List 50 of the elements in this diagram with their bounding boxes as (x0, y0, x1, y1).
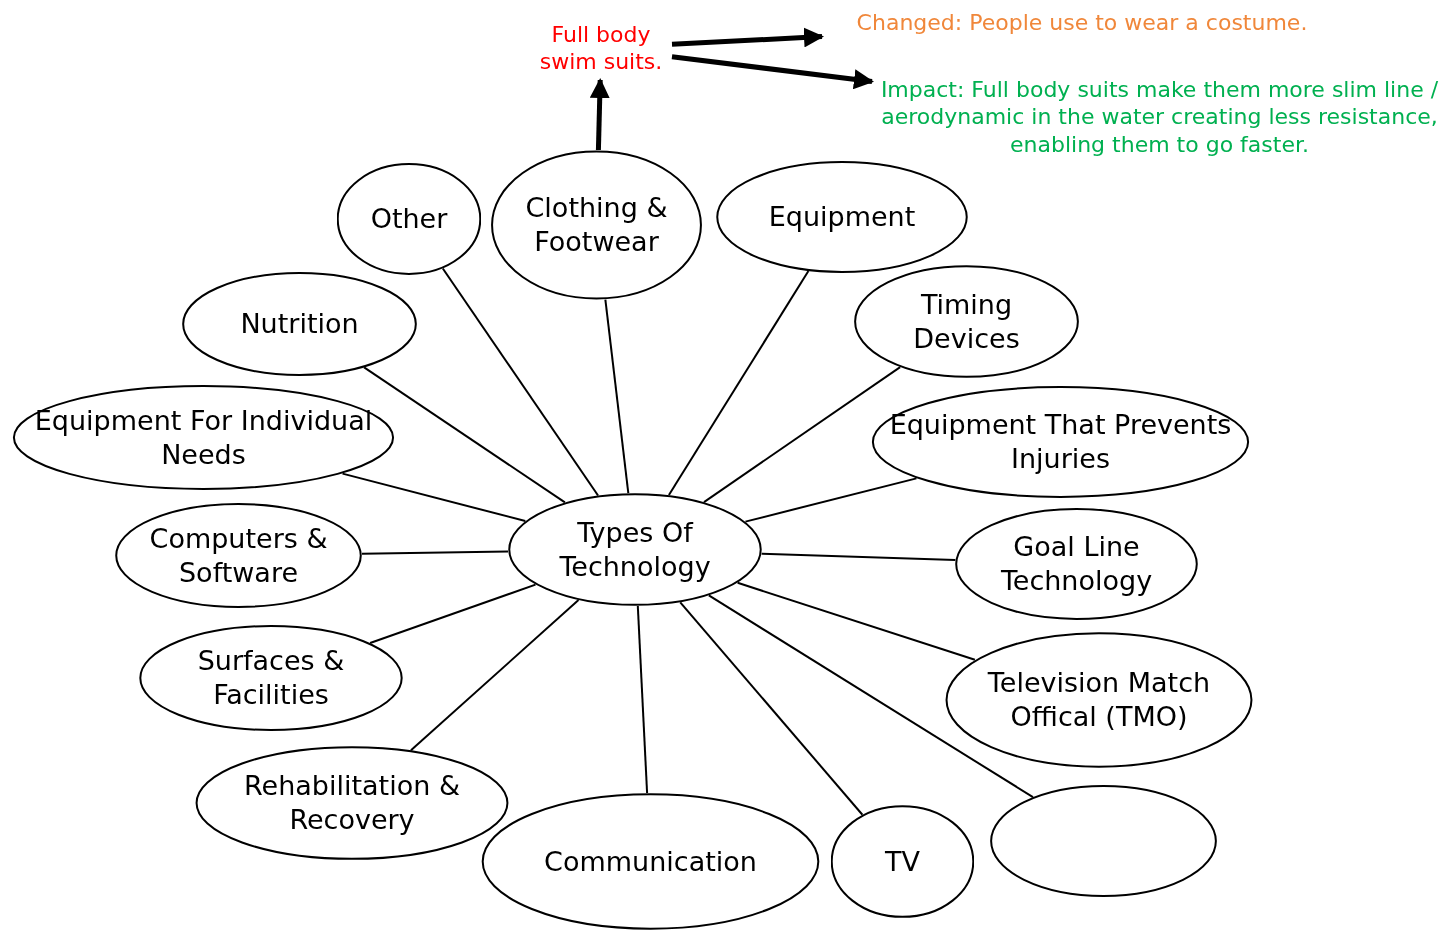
topic-ellipse (854, 265, 1079, 378)
node-label: Computers & Software (148, 521, 329, 590)
topic-ellipse (871, 386, 1250, 498)
node-label: Other (369, 202, 449, 236)
arrow (589, 78, 610, 151)
connector-line (736, 581, 976, 661)
topic-ellipse (491, 150, 702, 300)
node-label: Goal Line Technology (999, 530, 1154, 598)
node-label: Full body swim suits. (538, 20, 664, 76)
connector-line (409, 599, 580, 752)
connector-line (363, 366, 566, 504)
node-label: Impact: Full body suits make them more slim line / aerodynamic in the water creating less resistance, enabling them to go faster. (879, 75, 1440, 159)
connector-line (760, 552, 957, 561)
topic-ellipse (12, 385, 395, 490)
topic-ellipse (481, 793, 820, 930)
node-label: Rehabilitation & Recovery (243, 769, 461, 837)
topic-ellipse (182, 272, 417, 376)
arrow (671, 54, 874, 90)
connector-line (341, 472, 527, 523)
node-label: Communication (543, 844, 758, 879)
node-label: TV (884, 844, 921, 879)
connector-line (707, 594, 1034, 799)
connector-line (369, 583, 537, 644)
topic-ellipse (990, 785, 1217, 897)
topic-ellipse (139, 625, 403, 731)
connector-line (360, 550, 510, 555)
connector-line (667, 269, 810, 497)
node-label: Surfaces & Facilities (196, 644, 346, 712)
connector-line (604, 298, 630, 495)
node-label: Types Of Technology (558, 515, 712, 584)
node-label: Television Match Offical (TMO) (986, 666, 1212, 734)
topic-ellipse (195, 746, 509, 860)
connector-line (441, 267, 600, 497)
topic-ellipse (508, 493, 762, 606)
connector-line (679, 601, 864, 816)
connector-line (744, 477, 918, 523)
node-label: Changed: People use to wear a costume. (855, 9, 1309, 37)
node-label: Equipment For Individual Needs (33, 403, 374, 472)
node-label: Clothing & Footwear (524, 191, 669, 259)
node-label: Equipment (767, 200, 917, 234)
topic-ellipse (945, 632, 1253, 768)
node-label: Nutrition (239, 307, 360, 341)
connector-line (636, 605, 649, 794)
topic-ellipse (955, 508, 1198, 620)
topic-ellipse (115, 503, 362, 608)
node-label: Equipment That Prevents Injuries (888, 408, 1233, 476)
node-label: Timing Devices (912, 287, 1021, 356)
topic-ellipse (716, 161, 968, 273)
arrow (671, 27, 824, 48)
connector-line (703, 366, 902, 504)
